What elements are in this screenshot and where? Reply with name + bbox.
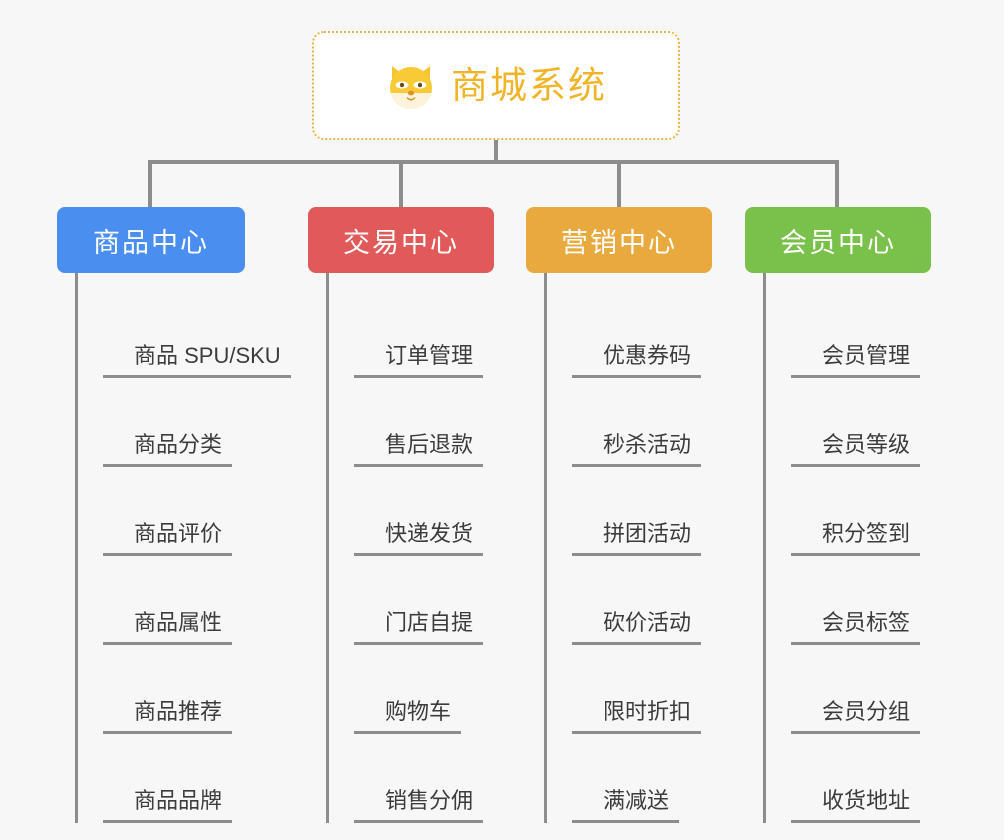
branch-marketing-center: 优惠券码 秒杀活动 拼团活动 砍价活动 限时折扣 满减送 xyxy=(544,273,712,823)
leaf-label: 秒杀活动 xyxy=(572,431,702,467)
leaf-label: 积分签到 xyxy=(791,520,921,556)
list-item[interactable]: 商品品牌 xyxy=(78,734,245,823)
root-title: 商城系统 xyxy=(451,65,607,106)
list-item[interactable]: 会员标签 xyxy=(766,556,931,645)
leaf-label: 收货地址 xyxy=(791,787,921,823)
leaf-label: 销售分佣 xyxy=(354,787,484,823)
list-item[interactable]: 积分签到 xyxy=(766,467,931,556)
list-item[interactable]: 门店自提 xyxy=(329,556,494,645)
category-header-label: 会员中心 xyxy=(780,227,896,258)
root-node[interactable]: 商城系统 xyxy=(312,31,680,140)
category-header-label: 交易中心 xyxy=(343,227,459,258)
list-item[interactable]: 秒杀活动 xyxy=(547,378,712,467)
connector-drop-1 xyxy=(148,160,152,208)
list-item[interactable]: 满减送 xyxy=(547,734,712,823)
leaf-label: 商品推荐 xyxy=(103,698,233,734)
leaf-label: 砍价活动 xyxy=(572,609,702,645)
leaf-label: 商品 SPU/SKU xyxy=(103,342,291,378)
category-header-marketing-center[interactable]: 营销中心 xyxy=(526,207,712,273)
leaf-label: 购物车 xyxy=(354,698,462,734)
category-header-label: 营销中心 xyxy=(561,227,677,258)
list-item[interactable]: 拼团活动 xyxy=(547,467,712,556)
list-item[interactable]: 砍价活动 xyxy=(547,556,712,645)
list-item[interactable]: 会员分组 xyxy=(766,645,931,734)
category-header-member-center[interactable]: 会员中心 xyxy=(745,207,931,273)
list-item[interactable]: 会员管理 xyxy=(766,289,931,378)
branch-trade-center: 订单管理 售后退款 快递发货 门店自提 购物车 销售分佣 xyxy=(326,273,494,823)
leaf-label: 优惠券码 xyxy=(572,342,702,378)
branch-product-center: 商品 SPU/SKU 商品分类 商品评价 商品属性 商品推荐 商品品牌 xyxy=(75,273,291,823)
connector-root-stem xyxy=(494,140,498,162)
leaf-label: 满减送 xyxy=(572,787,680,823)
list-item[interactable]: 商品推荐 xyxy=(78,645,245,734)
leaf-label: 商品属性 xyxy=(103,609,233,645)
category-header-trade-center[interactable]: 交易中心 xyxy=(308,207,494,273)
list-item[interactable]: 快递发货 xyxy=(329,467,494,556)
leaf-label: 门店自提 xyxy=(354,609,484,645)
list-item[interactable]: 销售分佣 xyxy=(329,734,494,823)
leaf-label: 会员标签 xyxy=(791,609,921,645)
connector-drop-3 xyxy=(617,160,621,208)
leaf-label: 限时折扣 xyxy=(572,698,702,734)
leaf-label: 拼团活动 xyxy=(572,520,702,556)
leaf-label: 商品评价 xyxy=(103,520,233,556)
leaf-label: 商品品牌 xyxy=(103,787,233,823)
column-member-center: 会员中心 会员管理 会员等级 积分签到 会员标签 会员分组 收货地址 xyxy=(745,207,931,823)
list-item[interactable]: 售后退款 xyxy=(329,378,494,467)
branch-member-center: 会员管理 会员等级 积分签到 会员标签 会员分组 收货地址 xyxy=(763,273,931,823)
list-item[interactable]: 优惠券码 xyxy=(547,289,712,378)
leaf-label: 售后退款 xyxy=(354,431,484,467)
connector-drop-4 xyxy=(835,160,839,208)
list-item[interactable]: 收货地址 xyxy=(766,734,931,823)
list-item[interactable]: 商品评价 xyxy=(78,467,245,556)
column-marketing-center: 营销中心 优惠券码 秒杀活动 拼团活动 砍价活动 限时折扣 满减送 xyxy=(526,207,712,823)
leaf-label: 订单管理 xyxy=(354,342,484,378)
list-item[interactable]: 会员等级 xyxy=(766,378,931,467)
category-header-product-center[interactable]: 商品中心 xyxy=(57,207,245,273)
shiba-inu-dog-face-icon xyxy=(390,65,432,109)
list-item[interactable]: 限时折扣 xyxy=(547,645,712,734)
leaf-label: 商品分类 xyxy=(103,431,233,467)
leaf-label: 快递发货 xyxy=(354,520,484,556)
list-item[interactable]: 订单管理 xyxy=(329,289,494,378)
leaf-label: 会员管理 xyxy=(791,342,921,378)
list-item[interactable]: 商品分类 xyxy=(78,378,245,467)
connector-horizontal-bus xyxy=(148,160,838,164)
leaf-label: 会员等级 xyxy=(791,431,921,467)
connector-drop-2 xyxy=(399,160,403,208)
column-product-center: 商品中心 商品 SPU/SKU 商品分类 商品评价 商品属性 商品推荐 商品品牌 xyxy=(57,207,291,823)
list-item[interactable]: 购物车 xyxy=(329,645,494,734)
list-item[interactable]: 商品属性 xyxy=(78,556,245,645)
column-trade-center: 交易中心 订单管理 售后退款 快递发货 门店自提 购物车 销售分佣 xyxy=(308,207,494,823)
list-item[interactable]: 商品 SPU/SKU xyxy=(78,289,291,378)
leaf-label: 会员分组 xyxy=(791,698,921,734)
category-header-label: 商品中心 xyxy=(93,227,209,258)
